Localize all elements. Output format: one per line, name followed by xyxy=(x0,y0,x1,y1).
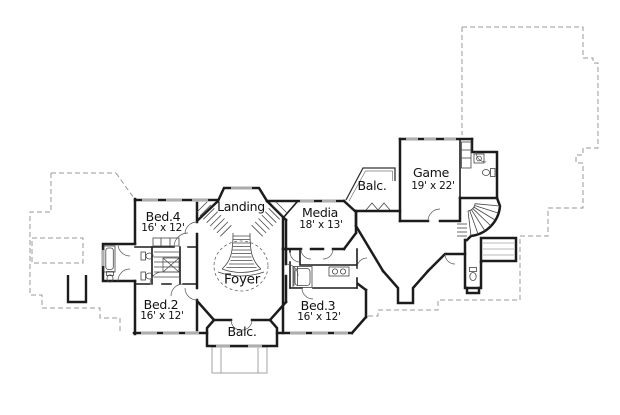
toilet-icon xyxy=(140,251,146,261)
interior-walls xyxy=(134,138,461,289)
sink-icon xyxy=(339,268,346,275)
door-swings xyxy=(117,151,487,331)
upper-balcony-railing xyxy=(345,167,396,211)
curved-back-stair xyxy=(457,203,501,237)
bathtub-icon xyxy=(292,266,313,288)
room-label-bed2: Bed.2 xyxy=(143,296,179,312)
terrace-outline xyxy=(211,346,268,374)
sink-icon xyxy=(476,155,482,162)
room-label-landing: Landing xyxy=(217,198,265,214)
toilet-icon xyxy=(490,168,496,177)
room-dims-bed4: 16' x 12' xyxy=(141,221,185,234)
room-dims-bed3: 16' x 12' xyxy=(297,310,341,323)
room-dims-game: 19' x 22' xyxy=(411,179,455,192)
room-label-game: Game xyxy=(412,164,450,180)
room-label-foyer: Foyer xyxy=(224,271,260,288)
room-label-balcony-upper: Balc. xyxy=(357,177,387,193)
bath-fixtures xyxy=(103,141,496,288)
dashed-footprint-outline xyxy=(29,26,599,332)
room-dims-bed2: 16' x 12' xyxy=(140,309,184,322)
landing-stair-flights xyxy=(196,201,287,237)
room-label-media: Media xyxy=(301,204,339,220)
room-label-bed4: Bed.4 xyxy=(145,208,181,224)
room-label-balcony-lower: Balc. xyxy=(227,323,257,339)
windows xyxy=(101,137,456,348)
toilet-icon xyxy=(140,271,146,281)
foyer-grand-stair xyxy=(213,232,269,292)
deck-boards xyxy=(483,242,514,256)
toilet-icon xyxy=(106,271,114,276)
core-winder-stair xyxy=(154,251,180,278)
chimney-outline xyxy=(66,275,88,304)
room-dims-media: 18' x 13' xyxy=(299,218,343,231)
sink-icon xyxy=(331,268,338,275)
toilet-icon xyxy=(469,267,477,272)
room-label-bed3: Bed.3 xyxy=(300,297,336,313)
